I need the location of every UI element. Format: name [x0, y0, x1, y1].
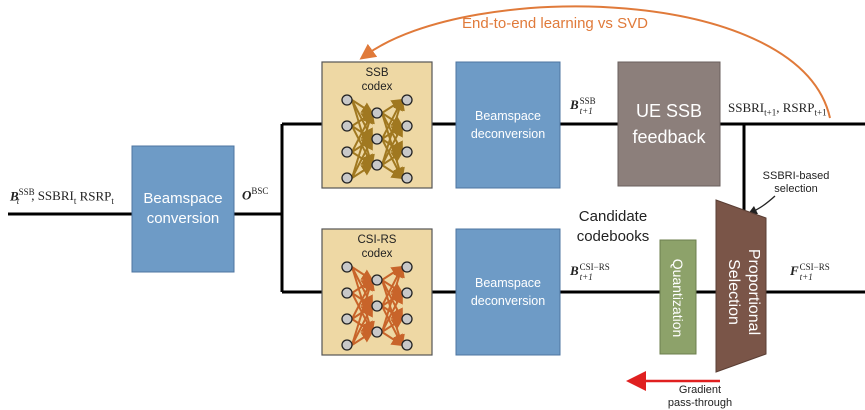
quantization-box — [659, 239, 697, 355]
nn-node — [341, 172, 353, 184]
nn-edge — [351, 99, 374, 115]
beamspace-deconversion-top-box — [455, 61, 561, 189]
nn-node — [401, 339, 413, 351]
nn-node — [401, 120, 413, 132]
nn-edge — [351, 111, 375, 179]
ssbri-rsrp-label: SSBRIt+1, RSRPt+1 — [728, 100, 827, 118]
beamspace-deconversion-bottom-box — [455, 228, 561, 356]
nn-node — [341, 313, 353, 325]
nn-node — [341, 146, 353, 158]
nn-node — [401, 261, 413, 273]
ssbri-selection-pointer — [747, 195, 776, 215]
nn-edge — [351, 330, 374, 346]
nn-node — [401, 146, 413, 158]
nn-edge — [381, 291, 403, 333]
input-label: BSSBt, SSBRIt RSRPt — [10, 187, 114, 206]
csi-neural-network — [341, 261, 413, 351]
beamspace-conversion-label: Beamspace conversion — [143, 190, 223, 227]
nn-edge — [381, 150, 404, 166]
ssb-neural-network — [341, 94, 413, 184]
nn-edge — [381, 124, 403, 166]
nn-node — [371, 107, 383, 119]
proportional-selection-trapezoid — [715, 199, 767, 373]
beamspace-deconversion-bottom-label: Beamspace deconversion — [470, 276, 546, 308]
nn-node — [371, 326, 383, 338]
nn-node — [341, 339, 353, 351]
nn-node — [371, 300, 383, 312]
proportional-selection-label: Proportional Selection — [725, 248, 762, 336]
beamspace-deconversion-top-label: Beamspace deconversion — [470, 109, 546, 141]
nn-edge — [351, 137, 373, 179]
nn-node — [341, 261, 353, 273]
nn-edge — [381, 98, 405, 166]
nn-node — [401, 94, 413, 106]
nn-node — [341, 94, 353, 106]
nn-edge — [381, 317, 404, 333]
obsc-label: OBSC — [242, 186, 269, 203]
nn-node — [371, 133, 383, 145]
nn-node — [401, 172, 413, 184]
nn-edge — [351, 304, 373, 346]
nn-node — [341, 120, 353, 132]
quantization-label: Quantization — [670, 258, 686, 338]
nn-edge — [351, 278, 375, 346]
nn-node — [401, 287, 413, 299]
ssb-codex-box — [321, 61, 433, 189]
end-to-end-label: End-to-end learning vs SVD — [462, 15, 648, 32]
nn-edge — [381, 331, 404, 347]
end-to-end-arrow — [359, 5, 831, 119]
nn-edge — [351, 266, 374, 282]
nn-edge — [381, 265, 405, 333]
nn-edge — [351, 163, 374, 179]
nn-node — [371, 159, 383, 171]
ue-ssb-feedback-box — [617, 61, 721, 187]
beamspace-conversion-box — [131, 145, 235, 273]
signal-lines — [8, 122, 865, 294]
nn-node — [341, 287, 353, 299]
nn-node — [371, 274, 383, 286]
ue-ssb-feedback-label: UE SSB feedback — [632, 101, 706, 147]
nn-edge — [381, 164, 404, 180]
nn-node — [401, 313, 413, 325]
